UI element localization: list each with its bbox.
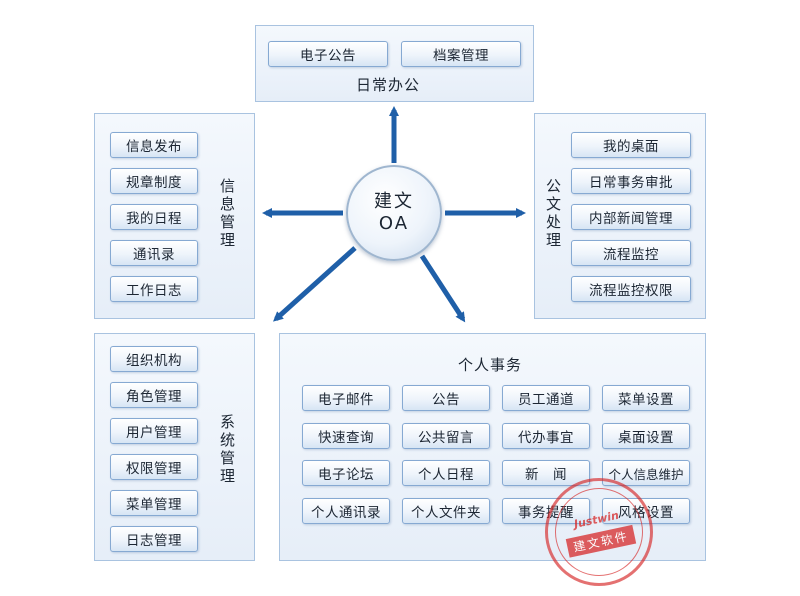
personal-panel: 个人事务 电子邮件 公告 员工通道 菜单设置 快速查询 公共留言 代办事宜 桌面… bbox=[279, 333, 706, 561]
info-item[interactable]: 通讯录 bbox=[110, 240, 198, 266]
info-item[interactable]: 工作日志 bbox=[110, 276, 198, 302]
watermark-stamp-inner: Justwin 建文软件 bbox=[546, 479, 652, 585]
docs-item[interactable]: 我的桌面 bbox=[571, 132, 691, 158]
personal-item[interactable]: 电子邮件 bbox=[302, 385, 390, 411]
office-panel: 电子公告 档案管理 日常办公 bbox=[255, 25, 534, 102]
system-item[interactable]: 权限管理 bbox=[110, 454, 198, 480]
stamp-brand: Justwin bbox=[572, 508, 621, 531]
personal-item[interactable]: 员工通道 bbox=[502, 385, 590, 411]
docs-title: 公文处理 bbox=[544, 178, 562, 250]
info-title: 信息管理 bbox=[218, 178, 236, 250]
personal-item[interactable]: 公告 bbox=[402, 385, 490, 411]
system-item[interactable]: 菜单管理 bbox=[110, 490, 198, 516]
system-panel: 组织机构 角色管理 用户管理 权限管理 菜单管理 日志管理 系统管理 bbox=[94, 333, 255, 561]
arrow-to-system bbox=[273, 246, 357, 322]
personal-item[interactable]: 风格设置 bbox=[602, 498, 690, 524]
system-item[interactable]: 用户管理 bbox=[110, 418, 198, 444]
office-item[interactable]: 电子公告 bbox=[268, 41, 388, 67]
docs-panel: 公文处理 我的桌面 日常事务审批 内部新闻管理 流程监控 流程监控权限 bbox=[534, 113, 706, 319]
personal-item[interactable]: 个人信息维护 bbox=[602, 460, 690, 486]
personal-item[interactable]: 公共留言 bbox=[402, 423, 490, 449]
hub-subtitle: OA bbox=[378, 213, 410, 234]
personal-title: 个人事务 bbox=[458, 356, 523, 374]
personal-item[interactable]: 电子论坛 bbox=[302, 460, 390, 486]
docs-item[interactable]: 流程监控 bbox=[571, 240, 691, 266]
info-item[interactable]: 规章制度 bbox=[110, 168, 198, 194]
personal-item[interactable]: 个人日程 bbox=[402, 460, 490, 486]
docs-item[interactable]: 日常事务审批 bbox=[571, 168, 691, 194]
docs-item[interactable]: 流程监控权限 bbox=[571, 276, 691, 302]
info-item[interactable]: 信息发布 bbox=[110, 132, 198, 158]
hub-title: 建文 bbox=[374, 191, 414, 212]
personal-item[interactable]: 快速查询 bbox=[302, 423, 390, 449]
hub-circle: 建文 OA bbox=[346, 165, 442, 261]
office-title: 日常办公 bbox=[356, 76, 421, 94]
personal-item[interactable]: 代办事宜 bbox=[502, 423, 590, 449]
info-panel: 信息发布 规章制度 我的日程 通讯录 工作日志 信息管理 bbox=[94, 113, 255, 319]
personal-item[interactable]: 菜单设置 bbox=[602, 385, 690, 411]
info-item[interactable]: 我的日程 bbox=[110, 204, 198, 230]
personal-item[interactable]: 事务提醒 bbox=[502, 498, 590, 524]
personal-item[interactable]: 新 闻 bbox=[502, 460, 590, 486]
system-item[interactable]: 组织机构 bbox=[110, 346, 198, 372]
personal-item[interactable]: 个人通讯录 bbox=[302, 498, 390, 524]
system-title: 系统管理 bbox=[218, 414, 236, 486]
personal-item[interactable]: 个人文件夹 bbox=[402, 498, 490, 524]
office-item[interactable]: 档案管理 bbox=[401, 41, 521, 67]
system-item[interactable]: 日志管理 bbox=[110, 526, 198, 552]
docs-item[interactable]: 内部新闻管理 bbox=[571, 204, 691, 230]
arrow-to-personal bbox=[419, 254, 466, 323]
personal-item[interactable]: 桌面设置 bbox=[602, 423, 690, 449]
system-item[interactable]: 角色管理 bbox=[110, 382, 198, 408]
